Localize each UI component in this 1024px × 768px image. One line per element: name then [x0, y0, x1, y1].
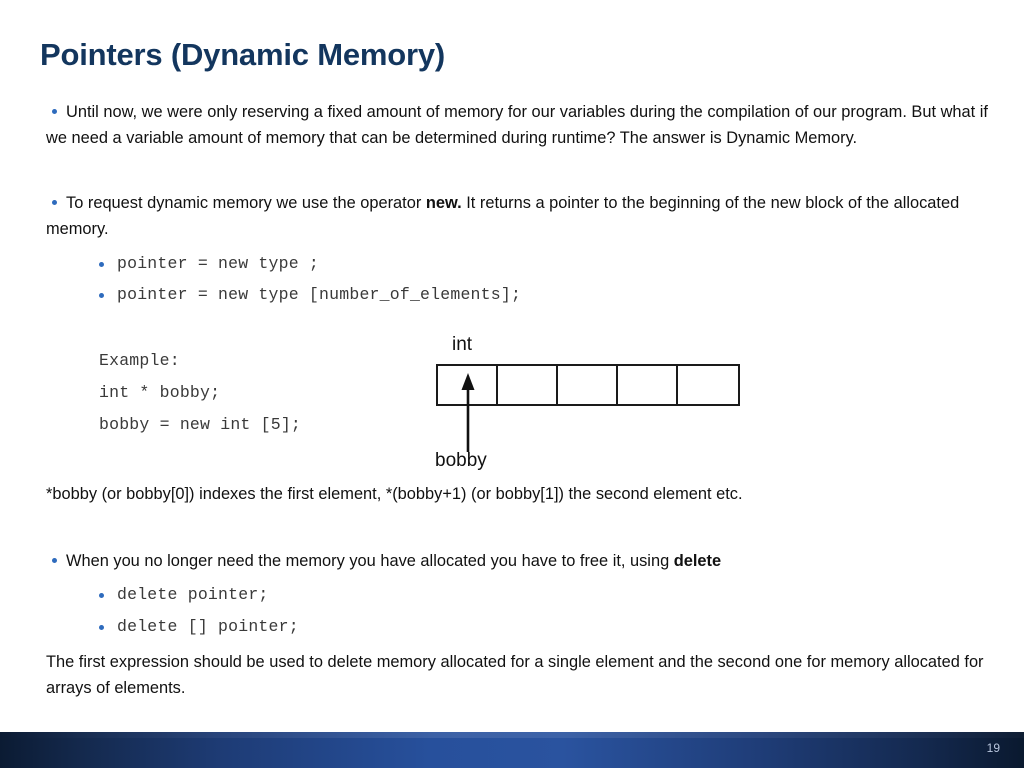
code-bullet-dot-icon [99, 262, 104, 267]
footer-sheen [0, 732, 1024, 738]
bullet-free-text: When you no longer need the memory you h… [46, 549, 986, 575]
memory-cell [678, 366, 738, 404]
note-indexing-text: *bobby (or bobby[0]) indexes the first e… [46, 485, 743, 503]
bullet-request-part2: It returns a pointer to the beginning of… [46, 194, 960, 238]
code-bullet-dot-icon [99, 593, 104, 598]
note-indexing: *bobby (or bobby[0]) indexes the first e… [46, 482, 1006, 508]
code-bullet-dot-icon [99, 293, 104, 298]
bullet-free-part1: When you no longer need the memory you h… [66, 552, 674, 570]
bullet-dot-icon [52, 109, 57, 114]
bullet-dot-icon [52, 200, 57, 205]
bullet-request-text: To request dynamic memory we use the ope… [46, 191, 981, 242]
code-example-label: Example: [99, 351, 180, 370]
bullet-intro-text: Until now, we were only reserving a fixe… [46, 103, 988, 147]
footer-bar: 19 [0, 732, 1024, 768]
diagram-pointer-label: bobby [435, 450, 487, 471]
bullet-request-part1: To request dynamic memory we use the ope… [66, 194, 426, 212]
diagram-type-label: int [452, 334, 473, 355]
code-syntax-2: pointer = new type [number_of_elements]; [117, 285, 522, 304]
code-delete-1: delete pointer; [117, 585, 269, 604]
keyword-new: new. [425, 194, 462, 212]
note-delete-explain: The first expression should be used to d… [46, 650, 991, 701]
code-example-line-2: bobby = new int [5]; [99, 415, 302, 434]
bullet-free: When you no longer need the memory you h… [46, 549, 986, 575]
memory-cell [618, 366, 678, 404]
memory-cell [498, 366, 558, 404]
memory-cell [558, 366, 618, 404]
code-delete-2: delete [] pointer; [117, 617, 299, 636]
bullet-dot-icon [52, 558, 57, 563]
memory-cell [438, 366, 498, 404]
memory-diagram: int bobby [430, 330, 760, 480]
code-bullet-dot-icon [99, 625, 104, 630]
page-number: 19 [986, 741, 1000, 755]
code-syntax-1: pointer = new type ; [117, 254, 320, 273]
bullet-request: To request dynamic memory we use the ope… [46, 191, 981, 242]
keyword-delete: delete [673, 552, 722, 570]
pointer-arrow-icon [461, 373, 475, 452]
note-delete-explain-text: The first expression should be used to d… [46, 653, 984, 697]
page-title: Pointers (Dynamic Memory) [40, 37, 445, 72]
bullet-intro: Until now, we were only reserving a fixe… [46, 100, 1006, 151]
memory-cell-row [436, 364, 740, 406]
code-example-line-1: int * bobby; [99, 383, 221, 402]
